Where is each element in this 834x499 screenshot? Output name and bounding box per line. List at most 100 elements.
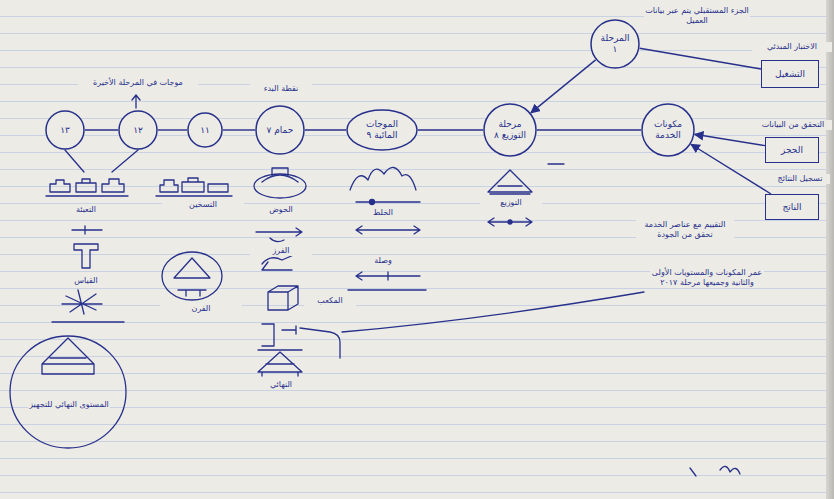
pot-sketch [46,179,128,196]
wave-sketch [350,167,416,190]
circle-shape [188,113,222,147]
note-text: الفرن [160,304,242,314]
leader-line [342,292,644,332]
dot-sketch [508,220,512,224]
node-label: مرحلة التوزيع ٨ [491,119,529,141]
oven-sketch [174,258,210,296]
process-circle: ١٢ [118,110,158,150]
node-label: المرحلة ١ [597,33,633,55]
cube-sketch [268,286,298,310]
note-text: التعبئة [40,205,132,215]
basin-sketch [262,168,298,182]
process-circle: ١٣ [45,110,85,150]
process-box: الناتج [765,194,819,220]
note-text: القياس [40,276,132,286]
leader-line [65,150,138,172]
node-text: مكونات الخدمة [649,119,687,141]
connector-line [85,129,118,130]
connector-line [418,129,483,130]
node-text: ١١ [193,125,218,136]
connector-line [305,129,346,130]
node-text: المرحلة ١ [597,33,633,55]
note-text: التوزيع [480,198,542,208]
circle-shape [591,20,639,68]
note-text: وصلة [352,256,414,266]
arrow-sketch [256,228,302,242]
node-text: حمام ٧ [262,125,298,136]
process-box: الحجز [765,137,819,163]
node-text: الموجات المائية ٩ [357,119,408,141]
circle-shape [347,110,417,150]
rule-line [52,321,124,322]
note-text: الجزء المستقبلي يتم عبر بيانات العميل [644,6,750,26]
note-text: التسخين [162,200,244,210]
arrow-sketch [356,272,420,280]
note-text: الاختبار المبدئي [752,42,832,52]
note-text: الخلط [352,208,414,218]
measure-sketch [72,226,102,268]
rack-sketch [258,324,302,350]
dot-sketch [370,200,375,205]
scribble-sketch [262,254,296,270]
line-sketch [356,201,420,202]
dash-sketch [548,163,564,164]
frame-sketch [258,352,302,376]
node-text: مرحلة التوزيع ٨ [491,119,529,141]
scribble-sketch [690,466,740,476]
process-circle: المرحلة ١ [590,19,640,69]
connector-line [223,129,255,130]
group-oval [10,336,126,448]
tool-sketch [62,290,102,314]
note-text: الحوض [250,205,312,215]
node-text: ١٢ [124,125,152,136]
up-arrow [132,95,140,108]
circle-shape [119,111,157,149]
note-text: المستوى النهائي للتجهيز [28,400,110,410]
circle-shape [642,104,694,156]
circle-shape [484,104,536,156]
roof-sketch [488,170,532,194]
process-circle: الموجات المائية ٩ [346,109,418,151]
paper-edge [826,0,834,499]
connector-arrow [531,60,596,113]
note-text: عمر المكونات والمستويات الأولى والثانية … [650,268,764,288]
node-label: ١٢ [124,125,152,136]
node-label: الموجات المائية ٩ [357,119,408,141]
process-box: التشغيل [761,60,819,88]
node-label: الحجز [781,145,803,156]
connector-line [537,129,641,130]
note-text: المكعب [304,296,356,306]
process-circle: مكونات الخدمة [641,103,695,157]
node-label: ١١ [193,125,218,136]
node-label: التشغيل [775,69,805,80]
process-circle: مرحلة التوزيع ٨ [483,103,537,157]
node-label: الناتج [782,202,801,213]
node-text: الحجز [781,145,803,156]
note-text: موجات في المرحلة الأخيرة [78,78,198,88]
node-label: ١٣ [51,125,79,136]
leader-line [300,328,340,358]
frame-sketch [42,338,94,374]
connector-line [640,48,761,69]
rule-line [348,289,426,290]
node-label: حمام ٧ [262,125,298,136]
note-text: الفرز [250,246,312,256]
node-text: الناتج [782,202,801,213]
connector-arrow [695,134,765,145]
connector-line [158,129,187,130]
arrow-sketch [356,226,420,234]
note-text: التقييم مع عناصر الخدمة تحقق من الجودة [636,220,734,240]
circle-shape [46,111,84,149]
process-circle: ١١ [187,112,223,148]
node-label: مكونات الخدمة [649,119,687,141]
node-text: ١٣ [51,125,79,136]
arrow-sketch [488,218,532,226]
node-text: التشغيل [775,69,805,80]
process-circle: حمام ٧ [255,105,305,155]
basin-sketch [254,174,306,198]
note-text: تسجيل النتائج [770,174,830,184]
circle-shape [256,106,304,154]
